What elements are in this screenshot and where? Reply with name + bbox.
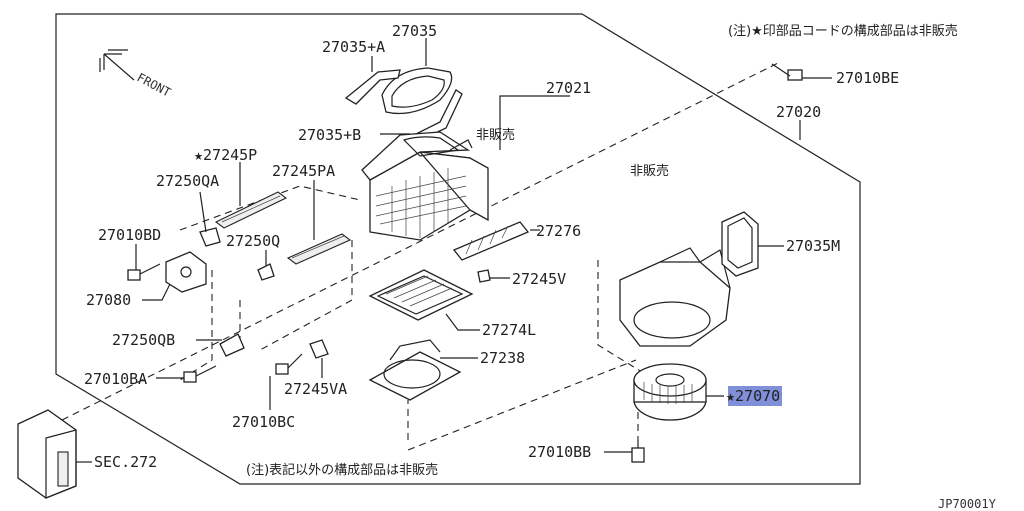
front-label: FRONT bbox=[135, 70, 173, 99]
label-27035M[interactable]: 27035M bbox=[786, 237, 840, 255]
label-27245VA[interactable]: 27245VA bbox=[284, 380, 347, 398]
note-top-right: (注)★印部品コードの構成部品は非販売 bbox=[728, 23, 958, 39]
blower-case bbox=[619, 247, 731, 347]
label-27245P[interactable]: ★27245P bbox=[194, 146, 257, 164]
screw-27010BC-icon bbox=[275, 353, 303, 375]
link-27250QB bbox=[219, 333, 245, 357]
filter-27274L bbox=[368, 269, 474, 321]
label-27035[interactable]: 27035 bbox=[392, 22, 437, 40]
module-sec272 bbox=[17, 409, 77, 499]
heater-unit-case bbox=[361, 131, 489, 241]
label-27070[interactable]: ★27070 bbox=[726, 387, 780, 405]
assembly-frame bbox=[55, 13, 861, 485]
seal-27035A bbox=[344, 69, 401, 105]
screw-27010BE-icon bbox=[771, 63, 803, 81]
label-27250QB[interactable]: 27250QB bbox=[112, 331, 175, 349]
note-bottom: (注)表記以外の構成部品は非販売 bbox=[246, 462, 438, 478]
label-27276[interactable]: 27276 bbox=[536, 222, 581, 240]
clip-27245VA-icon bbox=[309, 339, 329, 359]
figure-code: JP70001Y bbox=[938, 497, 997, 511]
seal-27035M bbox=[721, 211, 759, 277]
dash-line-actuator bbox=[179, 270, 213, 381]
filter-holder-27238 bbox=[368, 339, 462, 401]
label-27274L[interactable]: 27274L bbox=[482, 321, 536, 339]
label-27245V[interactable]: 27245V bbox=[512, 270, 566, 288]
actuator-27080 bbox=[165, 251, 207, 293]
dash-line-blower-3 bbox=[597, 260, 656, 381]
dash-line-filter bbox=[259, 240, 353, 351]
label-27250QA[interactable]: 27250QA bbox=[156, 172, 219, 190]
label-27010BB[interactable]: 27010BB bbox=[528, 443, 591, 461]
front-arrow-icon bbox=[99, 49, 135, 81]
label-sec272[interactable]: SEC.272 bbox=[94, 453, 157, 471]
screw-27010BA-icon bbox=[183, 365, 217, 383]
label-not-sold-2: 非販売 bbox=[630, 163, 669, 179]
screw-27010BD-icon bbox=[127, 263, 161, 281]
label-27010BC[interactable]: 27010BC bbox=[232, 413, 295, 431]
link-27250Q bbox=[257, 263, 275, 281]
link-27250QA bbox=[199, 227, 221, 247]
screw-27010BB-icon bbox=[631, 440, 645, 463]
label-not-sold-1: 非販売 bbox=[476, 127, 515, 143]
dash-line-door bbox=[179, 185, 361, 231]
highlight-27070 bbox=[728, 386, 782, 406]
label-27035A[interactable]: 27035+A bbox=[322, 38, 385, 56]
label-27010BD[interactable]: 27010BD bbox=[98, 226, 161, 244]
label-27010BA[interactable]: 27010BA bbox=[84, 370, 147, 388]
label-27245PA[interactable]: 27245PA bbox=[272, 162, 335, 180]
clip-27245V-icon bbox=[477, 269, 491, 283]
label-27238[interactable]: 27238 bbox=[480, 349, 525, 367]
leader-27021 bbox=[499, 95, 570, 150]
label-27035B[interactable]: 27035+B bbox=[298, 126, 361, 144]
label-27020[interactable]: 27020 bbox=[776, 103, 821, 121]
dash-line-blower-2 bbox=[407, 359, 637, 451]
label-27080[interactable]: 27080 bbox=[86, 291, 131, 309]
seal-27035 bbox=[381, 67, 453, 115]
label-27010BE[interactable]: 27010BE bbox=[836, 69, 899, 87]
leader-27250QA bbox=[199, 191, 207, 233]
label-27021[interactable]: 27021 bbox=[546, 79, 591, 97]
door-27245PA bbox=[286, 233, 352, 265]
blower-motor-27070 bbox=[633, 363, 707, 421]
label-27250Q[interactable]: 27250Q bbox=[226, 232, 280, 250]
door-27245P bbox=[214, 191, 288, 229]
dash-line-27020 bbox=[61, 61, 781, 421]
leader-27274L bbox=[445, 313, 480, 331]
leader-27080 bbox=[142, 283, 171, 301]
